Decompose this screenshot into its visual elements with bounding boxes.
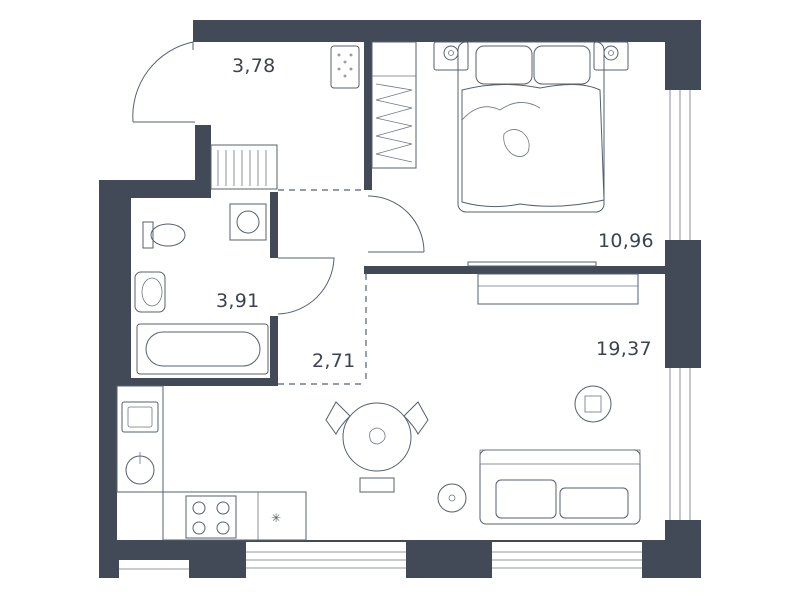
washing-machine xyxy=(229,203,267,241)
kitchen-furniture: ✳ xyxy=(116,385,307,541)
entrance-door-swing xyxy=(132,41,194,123)
chair-bottom xyxy=(359,477,395,493)
hall-wardrobe-hangers xyxy=(217,150,267,186)
bathroom-area-label: 3,91 xyxy=(216,290,260,312)
windows xyxy=(119,90,691,578)
chair-right xyxy=(403,401,429,435)
zone-boundaries xyxy=(278,189,367,385)
corridor-area-label: 2,71 xyxy=(312,350,356,372)
wall-hall-left xyxy=(195,125,211,198)
hall-wardrobe xyxy=(210,144,278,190)
kitchen-counter-left xyxy=(116,385,164,493)
bed-pillow-left xyxy=(475,45,533,85)
bedroom-furniture xyxy=(371,41,629,267)
coffee-table xyxy=(437,483,467,513)
bathroom-sink-basin xyxy=(141,277,163,307)
bathtub-basin xyxy=(145,331,261,367)
coffee-table-center xyxy=(448,494,456,502)
bathtub xyxy=(136,323,269,375)
washing-machine-drum xyxy=(236,210,260,234)
wall-right-upper xyxy=(665,20,701,90)
bed-toy xyxy=(503,129,530,157)
bedroom-tv xyxy=(467,261,597,267)
bathroom-furniture xyxy=(134,203,269,375)
bedroom-area-label: 10,96 xyxy=(598,230,654,252)
cooktop-burner-3 xyxy=(192,521,206,535)
sofa-back xyxy=(479,449,641,465)
wall-left xyxy=(99,180,117,578)
wall-hall-bedroom xyxy=(364,40,372,190)
area-labels: 3,78 10,96 3,91 2,71 19,37 xyxy=(216,55,654,372)
toilet-bowl xyxy=(150,223,186,247)
bedroom-wardrobe xyxy=(371,41,417,169)
nightstand-left xyxy=(433,41,469,71)
wall-bath-right-lower xyxy=(270,316,278,384)
dining-table-decor xyxy=(369,427,386,445)
sofa-cushion-left xyxy=(495,479,557,519)
wall-bath-top xyxy=(99,180,211,198)
sofa-cushion-right xyxy=(559,487,629,519)
wall-bath-bottom xyxy=(117,378,278,386)
walls xyxy=(99,20,701,578)
bedroom-wardrobe-hangers xyxy=(375,83,413,163)
nightstand-left-lamp xyxy=(443,45,459,61)
bed-frame xyxy=(457,41,605,213)
kitchen-counter-bottom xyxy=(162,491,307,541)
toilet-tank xyxy=(142,221,154,249)
chair-left xyxy=(325,401,351,435)
nightstand-right-lamp-center xyxy=(608,50,614,56)
wall-right-pier xyxy=(665,240,701,368)
kitchen-sink xyxy=(121,401,159,433)
bedroom-door-swing xyxy=(367,195,425,253)
wall-bath-right xyxy=(270,192,278,258)
living-tv-unit xyxy=(477,273,639,305)
cooktop xyxy=(185,495,237,539)
nightstand-right xyxy=(593,41,629,71)
bathroom-sink xyxy=(134,271,166,313)
hall-panel xyxy=(330,45,360,89)
bathroom-door-swing xyxy=(277,257,335,315)
dining-table xyxy=(342,402,412,472)
hall-furniture xyxy=(210,45,360,190)
wall-decor xyxy=(574,385,612,423)
wall-decor-inner xyxy=(584,395,602,413)
hall-area-label: 3,78 xyxy=(232,55,276,77)
wall-bath-left-inner xyxy=(117,198,131,386)
living-kitchen-area-label: 19,37 xyxy=(596,338,652,360)
kitchen-fridge-icon: ✳ xyxy=(271,511,281,525)
wall-top xyxy=(193,20,701,42)
kitchen-sink-basin xyxy=(127,406,153,428)
hall-panel-dots xyxy=(337,53,353,78)
cooktop-burner-2 xyxy=(216,501,230,515)
cooktop-burner-1 xyxy=(192,501,206,515)
wall-bedroom-living xyxy=(364,266,667,274)
bed-blanket xyxy=(461,83,605,208)
nightstand-left-lamp-center xyxy=(448,50,454,56)
nightstand-right-lamp xyxy=(603,45,619,61)
bed-pillow-right xyxy=(533,45,591,85)
bed-blanket-fold xyxy=(461,102,541,121)
cooktop-burner-4 xyxy=(216,521,230,535)
doors xyxy=(132,41,425,315)
living-furniture xyxy=(325,273,641,525)
